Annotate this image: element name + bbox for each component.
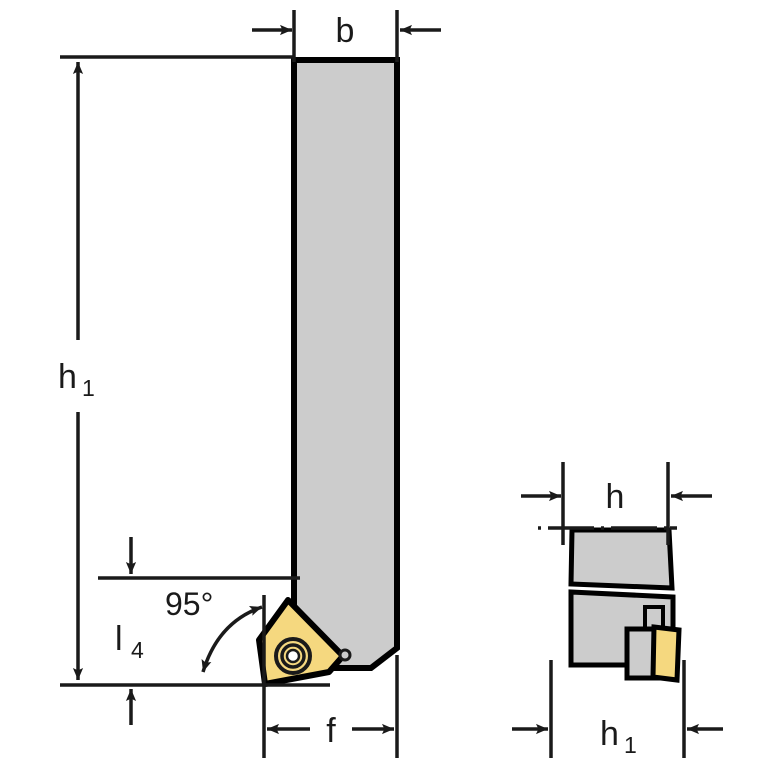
dimension-f: f [262, 595, 399, 758]
dimension-label-f: f [326, 712, 336, 750]
holder-shank-body [284, 57, 400, 671]
dimension-b: b [252, 10, 441, 62]
lead-angle-annotation: 95° [165, 586, 263, 673]
front-view: b h 1 l 4 95° f [58, 10, 441, 758]
dimension-label-h: h [606, 478, 625, 516]
dimension-label-h1-bottom-subscript: 1 [624, 732, 637, 758]
shim-screw-detail [338, 648, 352, 662]
lead-angle-label: 95° [165, 586, 213, 622]
dimension-h1-bottom: h 1 [512, 660, 723, 758]
dimension-h1-left: h 1 [58, 55, 330, 687]
insert-clamp-screw [274, 637, 312, 675]
dimension-label-h1-bottom: h [600, 715, 619, 753]
lead-angle-arc-arrow [201, 605, 263, 673]
dimension-label-h1-left-subscript: 1 [82, 375, 95, 401]
dimension-l4: l 4 [98, 537, 300, 725]
end-view-upper-body [568, 527, 675, 591]
end-view-cutting-insert [650, 624, 682, 683]
dimension-label-h1-left: h [58, 358, 77, 396]
dimension-h: h [521, 462, 712, 545]
end-view: h h 1 [512, 462, 723, 758]
dimension-label-l4: l [115, 620, 123, 658]
dimension-label-b: b [336, 12, 355, 50]
dimension-label-l4-subscript: 4 [131, 637, 144, 663]
